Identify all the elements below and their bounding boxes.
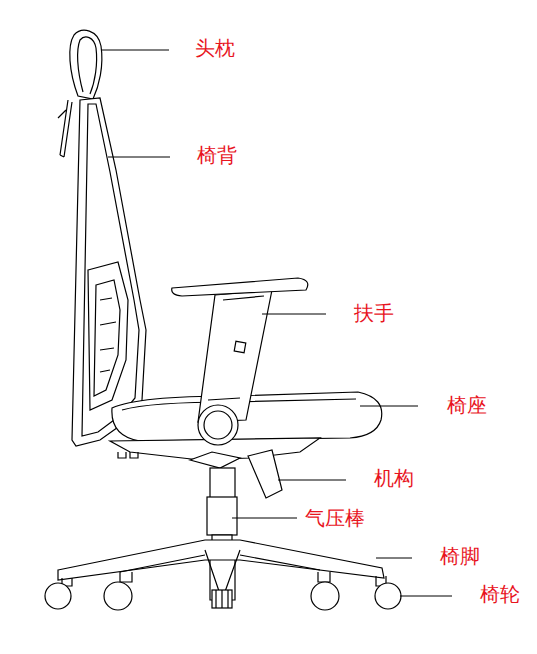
part-label: 椅轮 xyxy=(480,582,520,606)
leader-lines xyxy=(101,50,452,596)
part-label: 气压棒 xyxy=(305,506,365,530)
part-label: 扶手 xyxy=(354,301,394,325)
part-label: 椅座 xyxy=(447,393,487,417)
part-label: 椅脚 xyxy=(440,544,480,568)
part-label: 头枕 xyxy=(195,36,235,60)
part-label: 机构 xyxy=(374,466,414,490)
part-label: 椅背 xyxy=(197,143,237,167)
